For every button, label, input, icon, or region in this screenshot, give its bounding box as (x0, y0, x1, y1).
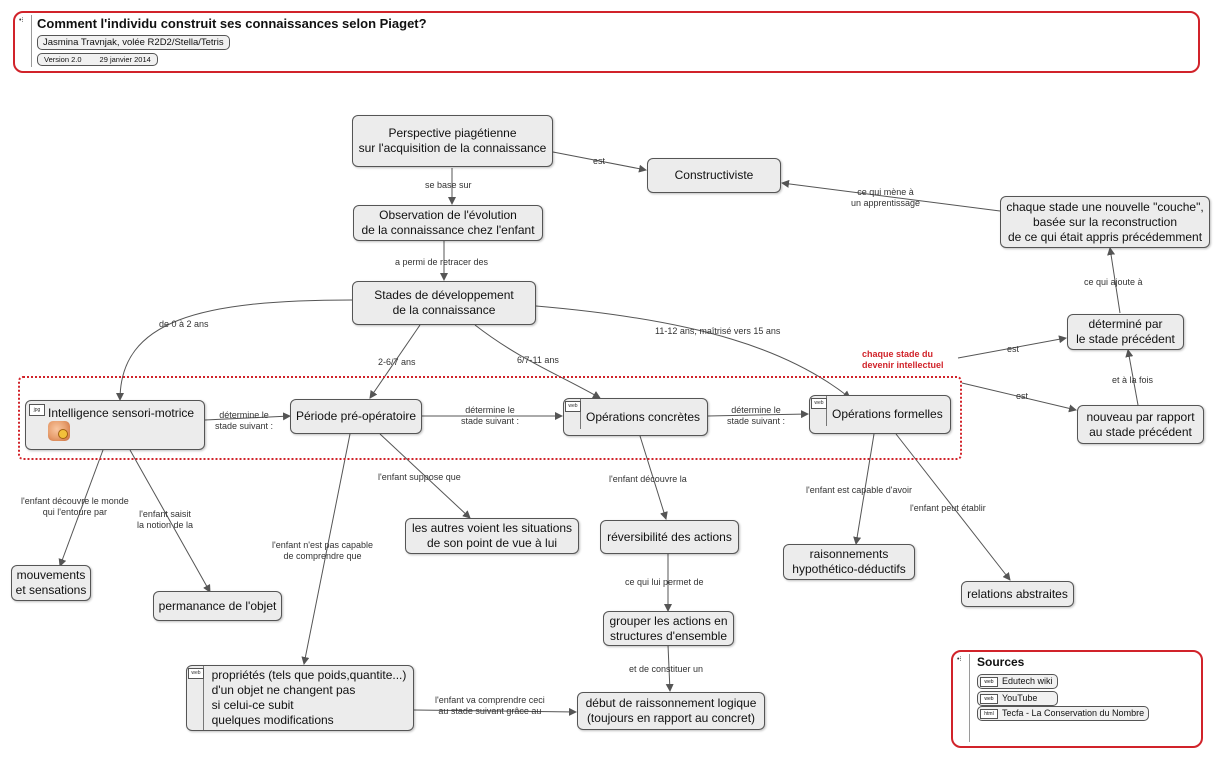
edge-stades-sensori (116, 299, 353, 401)
edge-determine-couche (1107, 247, 1121, 314)
label-chaque-stade: chaque stade du devenir intellectuel (862, 349, 944, 370)
web-icon: web (188, 666, 204, 730)
edge-couche-constructiviste (781, 179, 1001, 212)
edge-perspective-constructiviste (552, 151, 647, 173)
edge-stades-preop (369, 324, 421, 399)
label-2-6-ans: 2-6/7 ans (378, 357, 416, 367)
edge-sensori-mouvements (58, 449, 104, 567)
label-determine-1: détermine le stade suivant : (215, 410, 274, 431)
map-header: • ⁝ Comment l'individu construit ses con… (13, 11, 1200, 73)
label-ajoute: ce qui ajoute à (1084, 277, 1143, 287)
source-label: Tecfa - La Conservation du Nombre (1002, 708, 1145, 718)
source-link-edutech[interactable]: web Edutech wiki (977, 674, 1058, 689)
source-label: YouTube (1002, 693, 1038, 703)
node-sensori-label: Intelligence sensori-motrice (48, 406, 195, 420)
edge-preop-proprietes (301, 433, 351, 665)
version-pill: Version 2.0 29 janvier 2014 (37, 53, 158, 66)
edge-formelles-raisonnements (853, 433, 875, 545)
node-concretes[interactable]: web Opérations concrètes (563, 398, 708, 436)
source-label: Edutech wiki (1002, 676, 1053, 686)
html-icon: html (980, 709, 998, 719)
node-determine[interactable]: déterminé par le stade précédent (1067, 314, 1184, 350)
author-pill: Jasmina Travnjak, volée R2D2/Stella/Tetr… (37, 35, 230, 50)
edge-stades-formelles (535, 305, 851, 399)
sources-title: Sources (977, 655, 1025, 669)
label-saisit: l'enfant saisit la notion de la (137, 509, 194, 530)
label-permet: ce qui lui permet de (625, 577, 704, 587)
source-link-tecfa[interactable]: html Tecfa - La Conservation du Nombre (977, 706, 1150, 721)
date-text: 29 janvier 2014 (99, 55, 151, 64)
node-proprietes[interactable]: web propriétés (tels que poids,quantite.… (186, 665, 414, 731)
edge-concretes-reversibilite (639, 435, 668, 520)
label-est-2: est (1007, 344, 1020, 354)
edge-preop-autres (379, 433, 471, 519)
version-text: Version 2.0 (44, 55, 82, 64)
node-constructiviste[interactable]: Constructiviste (647, 158, 781, 193)
map-title: Comment l'individu construit ses connais… (37, 16, 427, 31)
node-observation[interactable]: Observation de l'évolution de la connais… (353, 205, 543, 241)
web-icon: web (565, 399, 581, 429)
label-decouvre-monde: l'enfant découvre le monde qui l'entoure… (21, 496, 129, 517)
sources-panel: • ⁝ Sources web Edutech wiki web YouTube… (951, 650, 1203, 748)
node-formelles-label: Opérations formelles (832, 407, 943, 421)
edge-proprietes-debut (413, 707, 577, 716)
label-suppose: l'enfant suppose que (378, 472, 461, 482)
header-gutter (31, 15, 32, 67)
node-proprietes-label: propriétés (tels que poids,quantite...) … (211, 668, 407, 727)
node-couche[interactable]: chaque stade une nouvelle "couche", basé… (1000, 196, 1210, 248)
collapse-icon[interactable]: • ⁝ (19, 17, 24, 24)
label-determine-3: détermine le stade suivant : (727, 405, 786, 426)
node-preop[interactable]: Période pré-opératoire (290, 399, 422, 434)
label-peut-etablir: l'enfant peut établir (910, 503, 986, 513)
label-decouvre-la: l'enfant découvre la (609, 474, 687, 484)
source-link-youtube[interactable]: web YouTube (977, 691, 1059, 706)
edge-sensori-preop (204, 412, 291, 421)
node-formelles[interactable]: web Opérations formelles (809, 395, 951, 434)
label-constituer: et de constituer un (629, 664, 704, 674)
label-est-3: est (1016, 391, 1029, 401)
child-picture-icon (48, 421, 70, 441)
node-relations[interactable]: relations abstraites (961, 581, 1074, 607)
node-debut[interactable]: début de raissonnement logique (toujours… (577, 692, 765, 730)
edge-sensori-permanance (129, 449, 211, 593)
node-stades[interactable]: Stades de développement de la connaissan… (352, 281, 536, 325)
node-nouveau[interactable]: nouveau par rapport au stade précédent (1077, 405, 1204, 444)
edge-concretes-formelles (707, 410, 809, 419)
label-se-base-sur: se base sur (425, 180, 472, 190)
web-icon: web (980, 677, 998, 687)
web-icon: web (811, 396, 827, 426)
edge-grouper-debut (665, 644, 674, 692)
label-mene: ce qui mène à un apprentissage (851, 187, 921, 208)
node-grouper[interactable]: grouper les actions en structures d'ense… (603, 611, 734, 646)
edge-stades-concretes (474, 324, 601, 399)
stages-group (18, 376, 962, 460)
node-perspective[interactable]: Perspective piagétienne sur l'acquisitio… (352, 115, 553, 167)
label-pas-capable: l'enfant n'est pas capable de comprendre… (272, 540, 374, 561)
label-0-2-ans: de 0 à 2 ans (159, 319, 209, 329)
edge-nouveau-determine (1125, 349, 1139, 406)
label-determine-2: détermine le stade suivant : (461, 405, 520, 426)
label-va-comprendre: l'enfant va comprendre ceci au stade sui… (435, 695, 545, 716)
collapse-icon[interactable]: • ⁝ (957, 656, 962, 663)
node-autres[interactable]: les autres voient les situations de son … (405, 518, 579, 554)
node-raisonnements[interactable]: raisonnements hypothético-déductifs (783, 544, 915, 580)
node-concretes-label: Opérations concrètes (586, 409, 701, 424)
label-11-15-ans: 11-12 ans, maîtrisé vers 15 ans (655, 326, 781, 336)
label-est-1: est (593, 156, 606, 166)
label-a-la-fois: et à la fois (1112, 375, 1154, 385)
node-mouvements[interactable]: mouvements et sensations (11, 565, 91, 601)
web-icon: web (980, 694, 998, 704)
label-6-11-ans: 6/7-11 ans (517, 355, 559, 365)
node-reversibilite[interactable]: réversibilité des actions (600, 520, 739, 554)
jpg-icon: jpg (29, 404, 45, 416)
label-capable-avoir: l'enfant est capable d'avoir (806, 485, 913, 495)
label-a-permi: a permi de retracer des (395, 257, 489, 267)
edge-chaque-determine (957, 335, 1067, 359)
node-permanance[interactable]: permanance de l'objet (153, 591, 282, 621)
node-sensori[interactable]: jpg Intelligence sensori-motrice (25, 400, 205, 450)
edge-chaque-nouveau (961, 382, 1077, 413)
sources-gutter (969, 654, 970, 742)
